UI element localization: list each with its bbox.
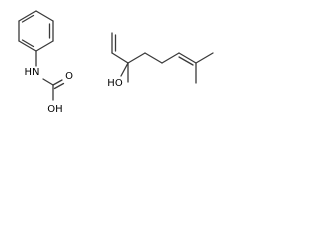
phenyl-ring bbox=[18, 10, 54, 52]
c3-c4-bond bbox=[127, 52, 146, 64]
linalool: HO bbox=[107, 32, 214, 89]
ring-bond bbox=[18, 10, 37, 22]
phenylcarbamic-acid: HN O OH bbox=[18, 10, 73, 115]
ring-inner-bond bbox=[21, 39, 35, 48]
c-o-double-bond bbox=[52, 79, 63, 86]
atom-label-nh: HN bbox=[25, 67, 40, 78]
atom-label-o: O bbox=[65, 71, 73, 82]
c6-c7-double-bond bbox=[178, 56, 194, 66]
n-to-c-bond bbox=[42, 78, 54, 86]
ring-bond bbox=[35, 40, 54, 52]
vinyl-to-c3-bond bbox=[111, 52, 129, 64]
c6-c7-double-bond bbox=[178, 52, 197, 64]
ring-inner-bond bbox=[21, 14, 35, 23]
atom-label-oh: OH bbox=[47, 104, 62, 115]
c-o-double-bond bbox=[53, 82, 65, 90]
chemical-structure: HN O OH HO bbox=[18, 10, 214, 115]
c3-to-oh-bond bbox=[120, 62, 129, 77]
ring-bond bbox=[18, 40, 37, 52]
c5-c6-bond bbox=[161, 52, 180, 64]
ring-bond bbox=[35, 10, 54, 22]
atom-label-ho: HO bbox=[107, 78, 123, 89]
c4-c5-bond bbox=[144, 52, 163, 64]
c7-methyl-bond bbox=[195, 52, 214, 64]
